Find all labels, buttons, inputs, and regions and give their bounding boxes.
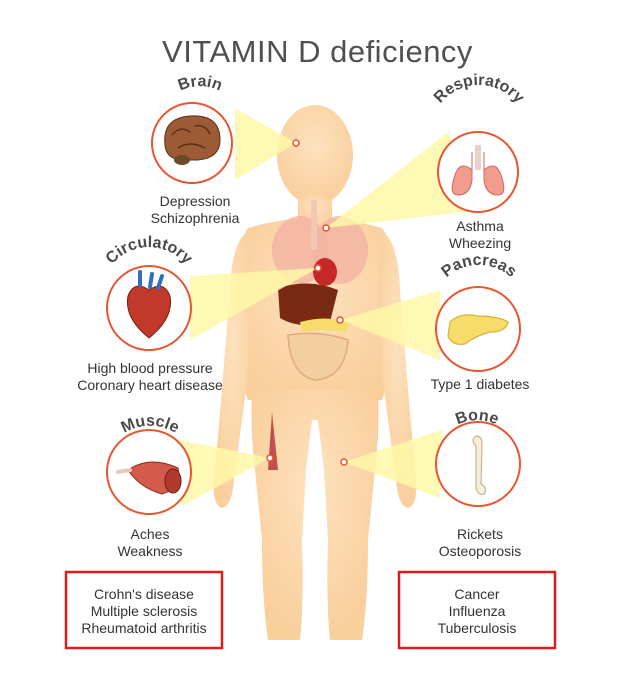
left-disease-box bbox=[64, 570, 224, 650]
pancreas-conditions: Type 1 diabetes bbox=[430, 376, 530, 392]
respiratory-conditions: Asthma Wheezing bbox=[448, 218, 512, 251]
brain-icon bbox=[164, 115, 221, 165]
page-title: VITAMIN D deficiency bbox=[162, 34, 473, 69]
bone-icon bbox=[472, 435, 487, 495]
organs bbox=[268, 200, 368, 470]
heart-icon bbox=[126, 270, 172, 339]
circulatory-label: Circulatory bbox=[103, 234, 196, 267]
pancreas-label: Pancreas bbox=[439, 252, 520, 281]
bone-label: Bone bbox=[453, 407, 501, 428]
respiratory-label: Respiratory bbox=[431, 72, 528, 107]
lungs-icon bbox=[451, 145, 505, 196]
muscle-icon bbox=[116, 461, 182, 495]
right-disease-box bbox=[397, 570, 557, 650]
bone-conditions: Rickets Osteoporosis bbox=[438, 526, 522, 559]
beams bbox=[165, 108, 482, 506]
brain-label: Brain bbox=[176, 73, 225, 94]
circulatory-conditions: High blood pressure Coronary heart disea… bbox=[77, 360, 223, 393]
anchor-dots bbox=[266, 139, 348, 466]
muscle-conditions: Aches Weakness bbox=[117, 526, 183, 559]
left-box-text: Crohn's disease Multiple sclerosis Rheum… bbox=[81, 586, 207, 636]
pancreas-icon bbox=[447, 314, 509, 345]
respiratory-circle bbox=[437, 131, 519, 213]
brain-conditions: Depression Schizophrenia bbox=[150, 193, 240, 226]
right-box-text: Cancer Influenza Tuberculosis bbox=[437, 586, 517, 636]
